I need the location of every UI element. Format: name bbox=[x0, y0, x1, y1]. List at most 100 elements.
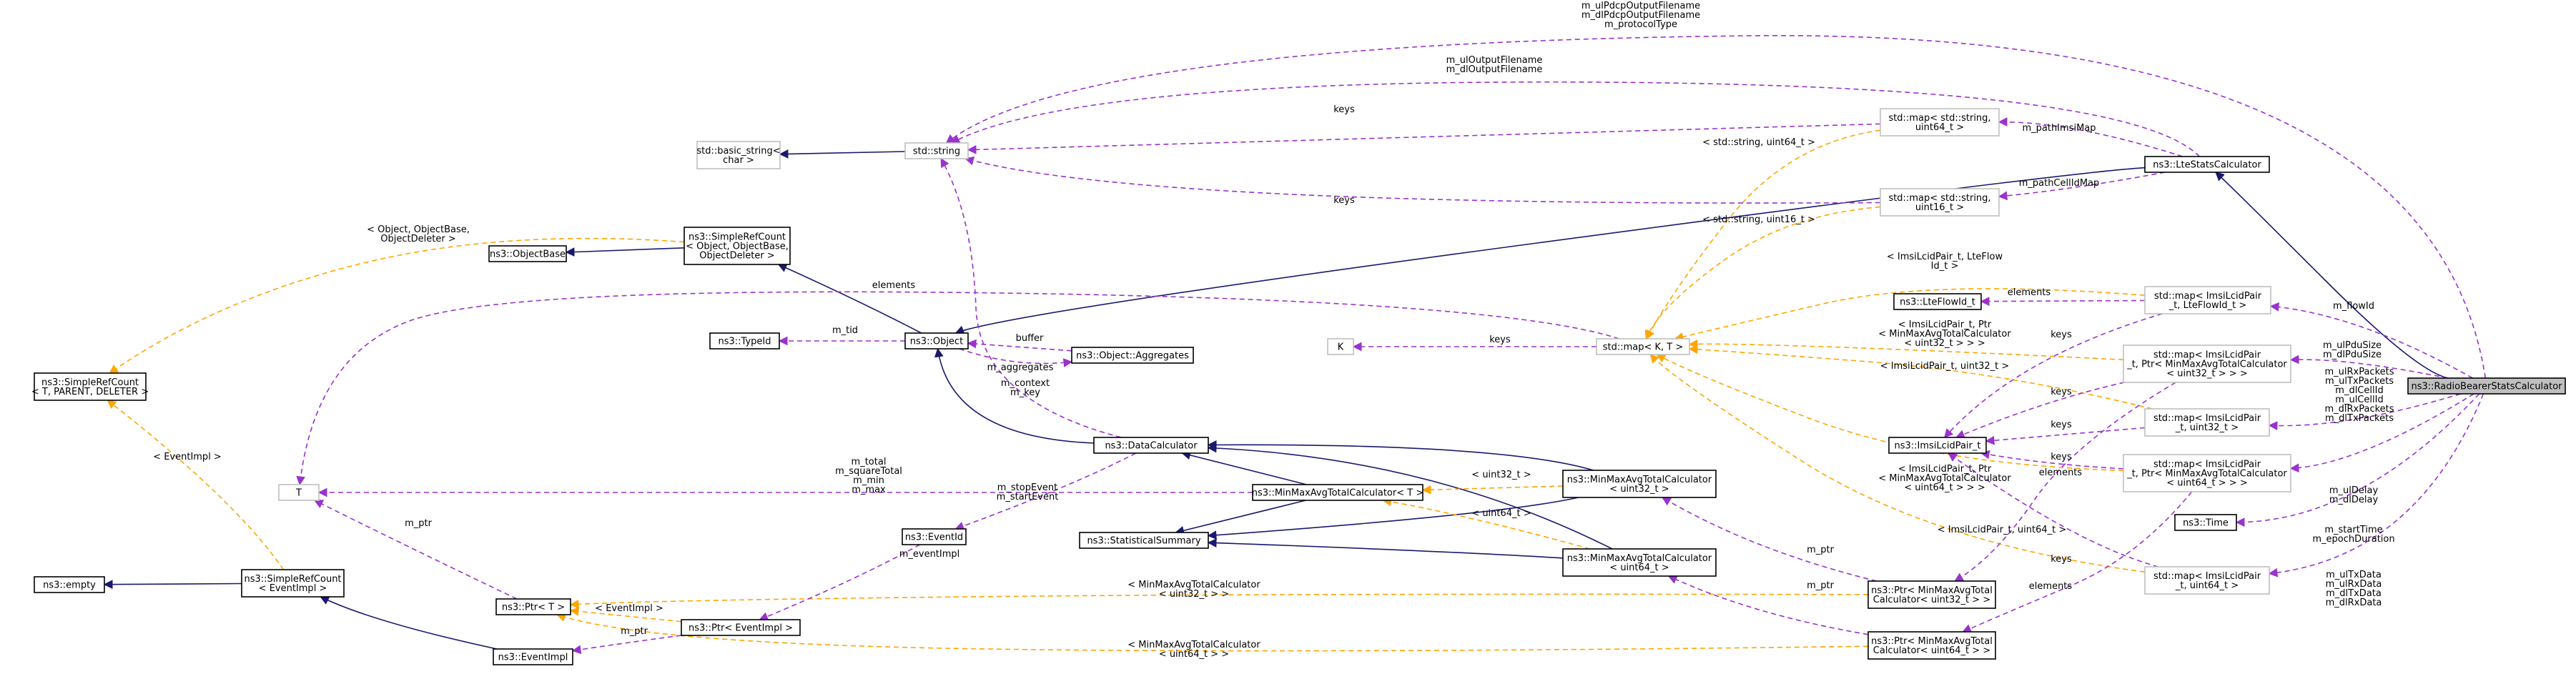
edge-usage-map-imsi-ptr-uint64-to-ptr-min-max-uint64 bbox=[1962, 491, 2193, 633]
edge-label-line: m_dlTxPackets bbox=[2325, 413, 2394, 424]
node-simple-ref-count-object[interactable]: ns3::SimpleRefCount< Object, ObjectBase,… bbox=[684, 227, 791, 265]
edge-label-object-tmpl: < Object, ObjectBase,ObjectDeleter > bbox=[367, 224, 470, 244]
node-lte-flow-id[interactable]: ns3::LteFlowId_t bbox=[1893, 293, 1982, 310]
node-box bbox=[34, 372, 147, 401]
edge-label-elements-2: elements bbox=[2008, 287, 2051, 298]
edge-template-map-imsi-uint32-to-map-k-t bbox=[1688, 345, 2153, 410]
edge-inherit-min-max-uint32-to-statistical-summary bbox=[1207, 497, 1579, 540]
node-label: ns3::Ptr< T > bbox=[502, 603, 565, 613]
edge-inherit-std-string-to-basic-string bbox=[779, 149, 906, 159]
node-label-line: < EventImpl > bbox=[259, 583, 327, 594]
node-min-max-uint32[interactable]: ns3::MinMaxAvgTotalCalculator< uint32_t … bbox=[1562, 470, 1717, 498]
edge-label-line: m_dlOutputFilename bbox=[1446, 64, 1543, 75]
edge-usage-radio-bearer-stats-calculator-to-map-imsi-ptr-uint64 bbox=[2289, 393, 2474, 473]
edge-usage-map-imsi-uint32-to-imsi-lcid-pair bbox=[1985, 427, 2146, 445]
edge-label-line: m_dlPdcpOutputFilename bbox=[1581, 10, 1700, 21]
edge-label-line: elements bbox=[872, 280, 916, 291]
node-object-base[interactable]: ns3::ObjectBase bbox=[488, 245, 567, 262]
node-label-line: ns3::ObjectBase bbox=[490, 249, 566, 260]
node-object[interactable]: ns3::Object bbox=[904, 332, 969, 350]
node-radio-bearer-stats-calculator[interactable]: ns3::RadioBearerStatsCalculator bbox=[2407, 377, 2566, 395]
edge-template-map-string-uint64-to-map-k-t bbox=[1646, 129, 1881, 340]
node-data-calculator[interactable]: ns3::DataCalculator bbox=[1093, 437, 1209, 454]
node-statistical-summary[interactable]: ns3::StatisticalSummary bbox=[1079, 532, 1209, 549]
node-label-line: ns3::ImsiLcidPair_t bbox=[1895, 441, 1981, 452]
edge-labels-layer: < Object, ObjectBase,ObjectDeleter > < Ev… bbox=[153, 1, 2394, 660]
node-label-line: ns3::Ptr< MinMaxAvgTotal bbox=[1871, 585, 1993, 596]
node-event-impl[interactable]: ns3::EventImpl bbox=[493, 648, 573, 665]
edge-template-min-max-uint64-to-min-max-t bbox=[1382, 497, 1591, 550]
edge-label-imsi-uint64-tmpl: < ImsiLcidPair_t, uint64_t > bbox=[1938, 525, 2067, 535]
node-min-max-t[interactable]: ns3::MinMaxAvgTotalCalculator< T > bbox=[1252, 484, 1423, 501]
edge-usage-ptr-min-max-uint32-to-min-max-uint32 bbox=[1661, 497, 1877, 582]
node-label-line: std::map< std::string, bbox=[1888, 113, 1990, 124]
node-label: ns3::RadioBearerStatsCalculator bbox=[2411, 382, 2562, 392]
edge-usage-map-imsi-uint64-to-imsi-lcid-pair bbox=[1948, 452, 2158, 568]
edge-label-line: < ImsiLcidPair_t, Ptr bbox=[1898, 464, 1992, 475]
edge-label-path-imsi-map: m_pathImsiMap bbox=[2022, 123, 2096, 134]
edge-label-line: buffer bbox=[1016, 333, 1044, 344]
node-label-line: std::map< ImsiLcidPair bbox=[2153, 571, 2261, 582]
node-object-aggregates[interactable]: ns3::Object::Aggregates bbox=[1071, 347, 1194, 364]
node-lte-stats-calculator[interactable]: ns3::LteStatsCalculator bbox=[2144, 156, 2270, 173]
node-label-line: ns3::LteStatsCalculator bbox=[2153, 160, 2261, 171]
node-type-id[interactable]: ns3::TypeId bbox=[709, 332, 780, 350]
node-min-max-uint64[interactable]: ns3::MinMaxAvgTotalCalculator< uint64_t … bbox=[1562, 548, 1717, 577]
node-box bbox=[2144, 566, 2270, 595]
node-imsi-lcid-pair[interactable]: ns3::ImsiLcidPair_t bbox=[1888, 437, 1987, 454]
edge-label-line: m_ulDelay bbox=[2329, 485, 2379, 496]
edge-template-ptr-min-max-uint64-to-ptr-t bbox=[556, 613, 1869, 652]
edge-label-line: keys bbox=[2051, 420, 2072, 430]
node-label: ns3::EventId bbox=[905, 532, 963, 543]
node-label: ns3::EventImpl bbox=[498, 653, 568, 663]
node-label: ns3::SimpleRefCount< Object, ObjectBase,… bbox=[686, 232, 789, 262]
edge-usage-ptr-event-impl-to-event-impl bbox=[571, 635, 682, 655]
edge-label-line: < MinMaxAvgTotalCalculator bbox=[1127, 580, 1260, 590]
edge-inherit-min-max-t-to-data-calculator bbox=[1181, 450, 1307, 485]
node-label-line: std::map< K, T > bbox=[1603, 342, 1684, 353]
node-box bbox=[1079, 532, 1209, 549]
node-map-string-uint16: std::map< std::string,uint16_t > bbox=[1880, 188, 2000, 217]
node-box bbox=[681, 619, 801, 636]
node-box bbox=[2174, 514, 2237, 531]
edge-usage-map-imsi-ptr-uint64-to-imsi-lcid-pair bbox=[1980, 450, 2124, 470]
node-label-line: ns3::Ptr< T > bbox=[502, 603, 565, 613]
node-time[interactable]: ns3::Time bbox=[2174, 514, 2237, 531]
node-label-line: std::map< ImsiLcidPair bbox=[2153, 460, 2261, 470]
node-label-line: < uint64_t > > > bbox=[2166, 478, 2247, 489]
node-box bbox=[1327, 338, 1354, 355]
node-simple-ref-count-template[interactable]: ns3::SimpleRefCount< T, PARENT, DELETER … bbox=[31, 372, 149, 401]
edge-label-line: < uint64_t > > bbox=[1159, 649, 1229, 660]
node-label: ns3::Object bbox=[910, 337, 963, 347]
edge-label-line: m_startTime bbox=[2324, 525, 2382, 535]
edge-label-line: m_dlPduSize bbox=[2323, 350, 2382, 360]
node-label-line: std::map< ImsiLcidPair bbox=[2153, 350, 2261, 361]
edge-label-line: keys bbox=[2051, 452, 2072, 462]
node-label: ns3::Object::Aggregates bbox=[1076, 351, 1189, 362]
edge-label-std-string-uint64: < std::string, uint64_t > bbox=[1702, 137, 1815, 148]
edge-inherit-lte-stats-calculator-to-object bbox=[954, 167, 2146, 334]
node-label: ns3::empty bbox=[43, 580, 96, 591]
edge-label-line: m_dlDelay bbox=[2329, 495, 2379, 505]
edge-label-line: m_pathCellIdMap bbox=[2019, 178, 2100, 189]
node-label-line: < Object, ObjectBase, bbox=[686, 242, 789, 252]
edge-label-line: < std::string, uint16_t > bbox=[1702, 214, 1815, 225]
edge-label-line: m_pathImsiMap bbox=[2022, 123, 2096, 134]
node-empty[interactable]: ns3::empty bbox=[34, 576, 105, 593]
node-ptr-event-impl[interactable]: ns3::Ptr< EventImpl > bbox=[681, 619, 801, 636]
node-event-id[interactable]: ns3::EventId bbox=[902, 528, 967, 545]
edge-label-line: < uint64_t > bbox=[1471, 508, 1531, 519]
node-ptr-t[interactable]: ns3::Ptr< T > bbox=[495, 598, 571, 615]
node-simple-ref-count-event[interactable]: ns3::SimpleRefCount< EventImpl > bbox=[241, 569, 345, 598]
edge-label-line: m_max bbox=[852, 485, 886, 495]
edge-inherit-radio-bearer-stats-calculator-to-lte-stats-calculator bbox=[2215, 172, 2449, 379]
node-box bbox=[241, 569, 345, 598]
edge-label-line: keys bbox=[2051, 387, 2072, 397]
node-label-line: < uint32_t > bbox=[1609, 484, 1669, 495]
edge-inherit-data-calculator-to-object bbox=[934, 347, 1095, 444]
node-label-line: _t, Ptr< MinMaxAvgTotalCalculator bbox=[2126, 360, 2287, 370]
edge-label-line: < ImsiLcidPair_t, Ptr bbox=[1898, 319, 1992, 330]
